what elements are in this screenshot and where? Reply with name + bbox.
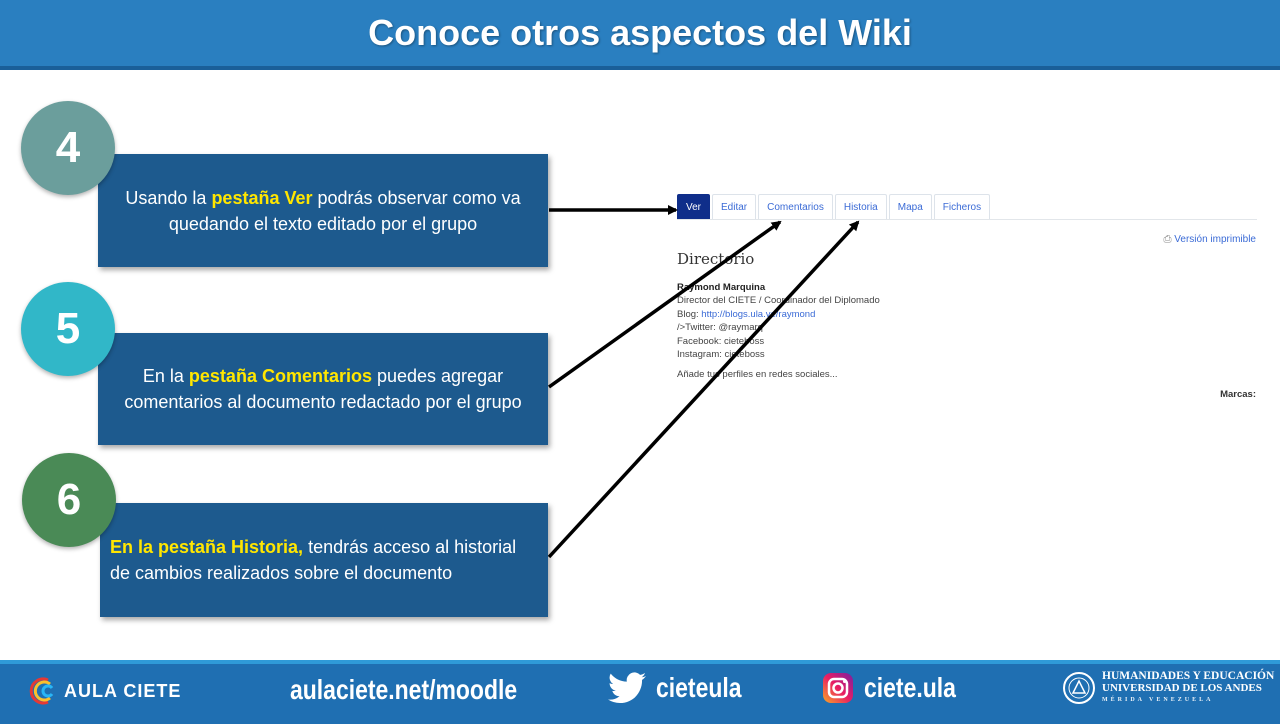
tab-historia[interactable]: Historia bbox=[834, 194, 887, 220]
tags-label: Marcas: bbox=[1220, 389, 1256, 400]
instagram-line: Instagram: cieteboss bbox=[677, 349, 765, 361]
facebook-line: Facebook: cieteboss bbox=[677, 335, 765, 347]
tab-ficheros[interactable]: Ficheros bbox=[933, 194, 991, 220]
ula-line-3: MÉRIDA VENEZUELA bbox=[1102, 697, 1214, 703]
tab-comentarios[interactable]: Comentarios bbox=[758, 194, 833, 220]
step-6-number: 6 bbox=[22, 453, 116, 547]
footer-twitter[interactable]: cieteula bbox=[608, 672, 760, 704]
step-4-text: Usando la pestaña Ver podrás observar co… bbox=[125, 187, 521, 234]
tab-underline bbox=[677, 219, 1257, 220]
arrow-to-comentarios-tab bbox=[547, 220, 782, 389]
aula-ciete-logo: AULA CIETE bbox=[28, 676, 181, 706]
footer-bar bbox=[0, 660, 1280, 724]
twitter-line: />Twitter: @raymarq bbox=[677, 322, 763, 334]
step-4-number: 4 bbox=[21, 101, 115, 195]
slide-title: Conoce otros aspectos del Wiki bbox=[368, 12, 912, 53]
ula-line-2: UNIVERSIDAD DE LOS ANDES bbox=[1102, 682, 1262, 694]
blog-link[interactable]: http://blogs.ula.ve/raymond bbox=[701, 308, 816, 320]
twitter-icon bbox=[608, 672, 646, 704]
ula-line-1: HUMANIDADES Y EDUCACIÓN bbox=[1102, 670, 1275, 682]
blog-line: Blog: http://blogs.ula.ve/raymond bbox=[677, 308, 816, 320]
social-note: Añade tus perfiles en redes sociales... bbox=[677, 369, 838, 381]
step-6-text: En la pestaña Historia, tendrás acceso a… bbox=[110, 537, 517, 583]
person-name: Raymond Marquina bbox=[677, 282, 766, 293]
wiki-tab-bar: Ver Editar Comentarios Historia Mapa Fic… bbox=[677, 194, 991, 220]
arrow-to-historia-tab bbox=[547, 220, 860, 559]
instagram-icon bbox=[823, 673, 853, 703]
aula-ciete-mark-icon bbox=[29, 677, 54, 705]
step-6-box: En la pestaña Historia, tendrás acceso a… bbox=[100, 503, 548, 617]
step-5-number: 5 bbox=[21, 282, 115, 376]
ula-logo: HUMANIDADES Y EDUCACIÓN UNIVERSIDAD DE L… bbox=[1062, 670, 1274, 706]
printer-icon: ⎙ bbox=[1163, 234, 1172, 245]
person-role: Director del CIETE / Coordinador del Dip… bbox=[677, 295, 880, 307]
university-seal-icon bbox=[1063, 672, 1095, 704]
wiki-page-content: Raymond Marquina Director del CIETE / Co… bbox=[677, 281, 880, 382]
tab-ver[interactable]: Ver bbox=[677, 194, 711, 220]
tab-mapa[interactable]: Mapa bbox=[888, 194, 932, 220]
step-5-box: En la pestaña Comentarios puedes agregar… bbox=[98, 333, 548, 445]
step-5-text: En la pestaña Comentarios puedes agregar… bbox=[124, 366, 522, 412]
footer-url[interactable]: aulaciete.net/moodle bbox=[290, 674, 518, 705]
header-bar: Conoce otros aspectos del Wiki bbox=[0, 0, 1280, 70]
printable-version-link[interactable]: ⎙ Versión imprimible bbox=[1163, 234, 1256, 245]
footer-instagram[interactable]: ciete.ula bbox=[822, 672, 976, 704]
step-4-box: Usando la pestaña Ver podrás observar co… bbox=[98, 154, 548, 267]
tab-editar[interactable]: Editar bbox=[712, 194, 757, 220]
